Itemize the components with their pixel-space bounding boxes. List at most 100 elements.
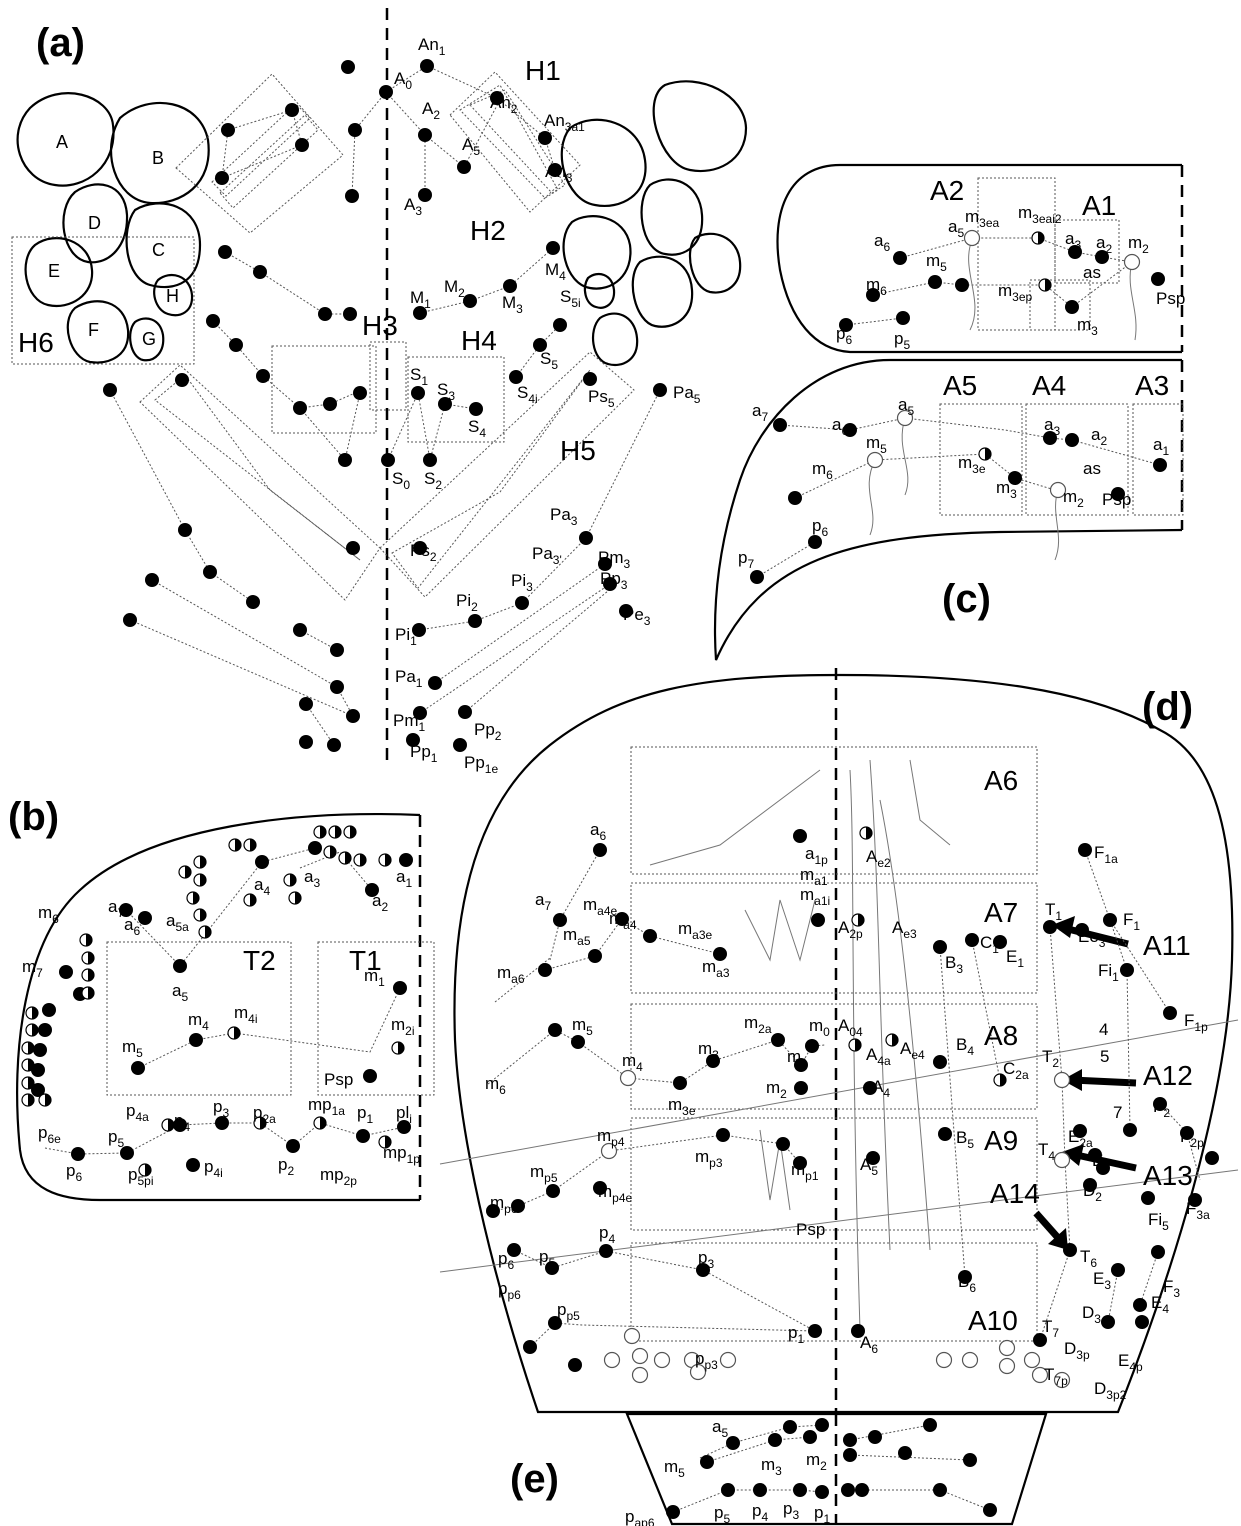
seta-dot (1065, 433, 1079, 447)
box-H1-right (449, 71, 581, 213)
seta-dot (866, 1151, 880, 1165)
seta-dot (571, 1035, 585, 1049)
seta-label-a-S3: S3 (437, 380, 455, 403)
seta-dot (593, 1181, 607, 1195)
panel-label-e: (e) (510, 1457, 559, 1501)
box-H3 (271, 345, 377, 434)
seta-dot (338, 453, 352, 467)
box-A9 (630, 1117, 1038, 1231)
seta-dot (898, 1446, 912, 1460)
seta-dot (379, 85, 393, 99)
seta-label-b-p6: p6 (66, 1161, 82, 1184)
seta-dot (203, 565, 217, 579)
seta-dot (776, 1137, 790, 1151)
seta-label-d-ma6: ma6 (497, 963, 525, 986)
seta-label-c-m3ea: m3ea (965, 207, 1000, 230)
seta-label-a-Pe3: Pe3 (623, 605, 651, 628)
seta-dot (1188, 1193, 1202, 1207)
seta-dot (579, 531, 593, 545)
seta-dot (1151, 272, 1165, 286)
stemma-G (129, 317, 165, 362)
seta-dot (255, 855, 269, 869)
seta-dot (533, 338, 547, 352)
region-label-A5: A5 (943, 370, 977, 401)
arrow-A14-head (1048, 1228, 1068, 1250)
seta-dot (706, 1054, 720, 1068)
arrow-A14 (1033, 1210, 1063, 1243)
seta-dot (805, 1039, 819, 1053)
seta-half (21, 1058, 35, 1072)
seta-dot (420, 59, 434, 73)
seta-label-a-Pa1: Pa1 (395, 667, 423, 690)
stemma-H: H (166, 286, 179, 306)
seta-label-d-7: 7 (1113, 1103, 1122, 1122)
seta-label-d-T1: T1 (1045, 900, 1062, 923)
seta-label-b-m7: m7 (22, 957, 43, 980)
seta-label-d-E4p: E4p (1118, 1351, 1143, 1374)
seta-dot (615, 912, 629, 926)
seta-label-c-Psp: Psp (1156, 289, 1185, 308)
seta-dot (463, 294, 477, 308)
seta-dot (469, 402, 483, 416)
seta-label-a-A5: A5 (462, 135, 480, 158)
region-label-A8: A8 (984, 1020, 1018, 1051)
seta-hollow (619, 1069, 637, 1087)
seta-dot (548, 1023, 562, 1037)
seta-dot (773, 418, 787, 432)
seta-hollow (998, 1339, 1016, 1357)
seta-label-a-Pi2: Pi2 (456, 591, 478, 614)
seta-dot (457, 160, 471, 174)
seta-half (243, 838, 257, 852)
seta-hollow (689, 1363, 707, 1381)
seta-dot (365, 883, 379, 897)
seta-dot (1008, 471, 1022, 485)
seta-dot (418, 188, 432, 202)
seta-dot (256, 369, 270, 383)
box-A3 (1132, 403, 1184, 516)
guide-line-2 (439, 1169, 1239, 1273)
seta-hollow (935, 1351, 953, 1369)
seta-half (81, 951, 95, 965)
seta-label-e-p3: p3 (783, 1499, 799, 1522)
seta-dot (839, 318, 853, 332)
seta-dot (750, 570, 764, 584)
seta-dot (933, 1055, 947, 1069)
seta-half (21, 1093, 35, 1107)
seta-label-c-p6: p6 (812, 516, 828, 539)
outline-c-lower (713, 358, 1183, 661)
region-label-A9: A9 (984, 1125, 1018, 1156)
seta-label-d-B6: B6 (958, 1272, 976, 1295)
seta-dot (363, 1069, 377, 1083)
region-label-A4: A4 (1032, 370, 1066, 401)
seta-label-d-mp1: mp1 (791, 1160, 819, 1183)
seta-half (21, 1041, 35, 1055)
seta-label-c-a3: a3 (1044, 415, 1060, 438)
seta-dot (413, 706, 427, 720)
stemma-B (110, 101, 210, 205)
seta-label-d-p5: p5 (539, 1247, 555, 1270)
seta-dot (643, 929, 657, 943)
seta-half (848, 1038, 862, 1052)
panel-labels: (a)(b)(c)(d)(e) (8, 21, 1193, 1501)
panel-label-d: (d) (1142, 685, 1193, 729)
seta-dot (1123, 1123, 1137, 1137)
seta-label-e-p1: p1 (814, 1503, 830, 1526)
stemma-H (153, 273, 194, 317)
seta-dot (843, 423, 857, 437)
seta-dot (1141, 1191, 1155, 1205)
seta-dot (928, 275, 942, 289)
seta-dot (843, 1448, 857, 1462)
seta-dot (1065, 300, 1079, 314)
seta-half (81, 986, 95, 1000)
seta-hollow (631, 1366, 649, 1384)
seta-half (38, 1093, 52, 1107)
seta-dot (507, 1243, 521, 1257)
seta-hollow (603, 1351, 621, 1369)
box-H4 (407, 356, 505, 443)
region-label-H5: H5 (560, 435, 596, 466)
seta-dot (1078, 843, 1092, 857)
seta-dot (721, 1483, 735, 1497)
zigzag-a9 (759, 1129, 791, 1211)
seta-dot (397, 1120, 411, 1134)
